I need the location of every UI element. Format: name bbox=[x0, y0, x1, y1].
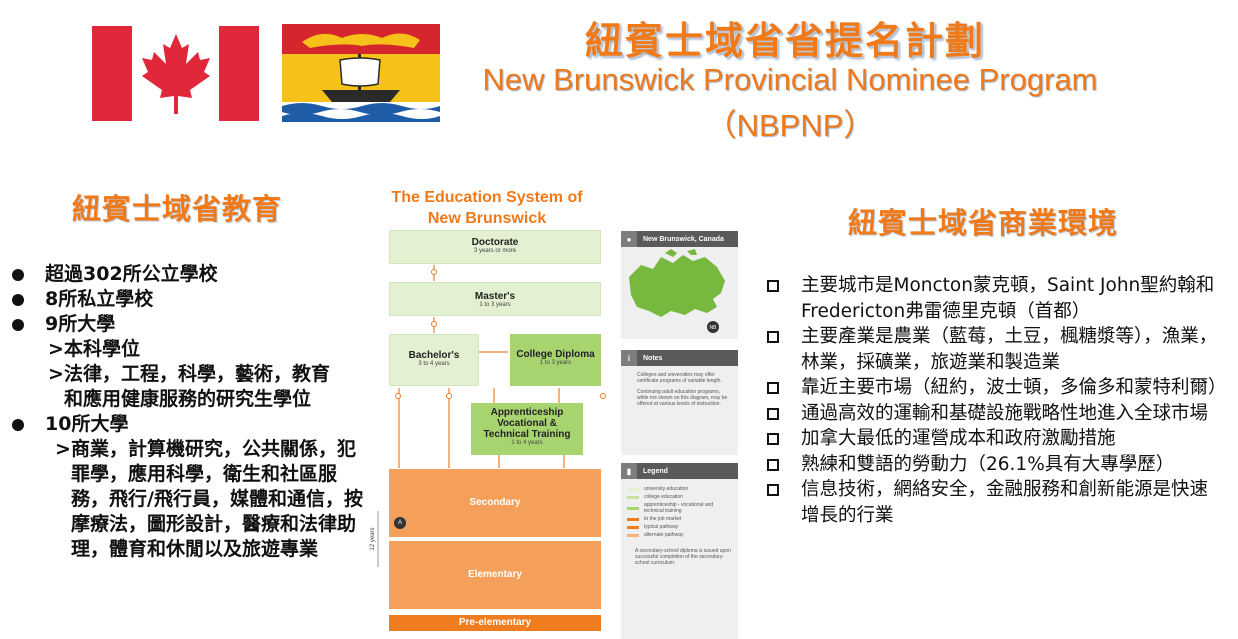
apprenticeship-box: Apprenticeship Vocational & Technical Tr… bbox=[471, 403, 583, 455]
connector-line bbox=[498, 455, 500, 468]
bachelors-box: Bachelor's 3 to 4 years bbox=[389, 334, 479, 386]
list-item: 熟練和雙語的勞動力（26.1%具有大專學歷） bbox=[765, 452, 1225, 478]
checkbox-bullet-icon bbox=[767, 433, 779, 445]
arrow-icon: > bbox=[48, 338, 64, 360]
legend-swatch bbox=[627, 525, 639, 529]
arrow-icon: > bbox=[55, 438, 71, 460]
legend-swatch bbox=[627, 517, 639, 521]
nb-flag-graphic bbox=[282, 24, 440, 122]
legend-swatch bbox=[627, 506, 639, 510]
notes-panel: i Notes Colleges and universities may of… bbox=[621, 350, 738, 455]
education-list: 超過302所公立學校 8所私立學校 9所大學 >本科學位 >法律，工程，科學，藝… bbox=[8, 262, 368, 562]
svg-text:12 years: 12 years bbox=[370, 527, 376, 550]
twelve-years-label: 12 years bbox=[370, 511, 379, 567]
secondary-box: Secondary bbox=[389, 469, 601, 537]
bullet-icon bbox=[12, 319, 24, 331]
canada-flag bbox=[92, 26, 259, 121]
education-system-diagram: The Education System of New Brunswick Do… bbox=[368, 183, 740, 639]
location-pin-icon: ● bbox=[621, 231, 637, 247]
checkbox-bullet-icon bbox=[767, 280, 779, 292]
legend-item: alternate pathway bbox=[627, 532, 734, 538]
connector-line bbox=[493, 388, 495, 403]
note-text: Continuing adult education programs, whi… bbox=[637, 389, 728, 407]
arrow-icon: > bbox=[48, 363, 64, 385]
legend-item: to the job market bbox=[627, 516, 734, 522]
info-icon: i bbox=[621, 350, 637, 366]
list-subitem: >商業，計算機研究，公共關係，犯罪學，應用科學，衛生和社區服務，飛行/飛行員，媒… bbox=[55, 438, 363, 560]
list-item: 靠近主要市場（紐約，波士頓，多倫多和蒙特利爾） bbox=[765, 375, 1227, 401]
college-diploma-box: College Diploma 1 to 3 years bbox=[510, 334, 601, 386]
pre-elementary-box: Pre-elementary bbox=[389, 615, 601, 631]
bullet-icon bbox=[12, 419, 24, 431]
legend-item: typical pathway bbox=[627, 524, 734, 530]
business-list: 主要城市是Moncton蒙克頓，Saint John聖約翰和Fredericto… bbox=[765, 273, 1227, 528]
list-subitem: >法律，工程，科學，藝術，教育和應用健康服務的研究生學位 bbox=[48, 363, 331, 410]
checkbox-bullet-icon bbox=[767, 458, 779, 471]
list-item: 通過高效的運輸和基礎設施戰略性地進入全球市場 bbox=[765, 401, 1225, 427]
pathway-dot bbox=[395, 393, 401, 399]
connector-line bbox=[563, 455, 565, 468]
page-title-abbreviation: （NBPNP） bbox=[705, 108, 875, 143]
bullet-icon bbox=[12, 294, 24, 306]
pathway-dot bbox=[431, 269, 437, 275]
legend-item: university education bbox=[627, 486, 734, 492]
legend-list: university education college education app… bbox=[621, 479, 738, 538]
diploma-note: A secondary-school diploma is issued upo… bbox=[635, 548, 731, 566]
legend-swatch bbox=[627, 495, 639, 499]
legend-swatch bbox=[627, 487, 639, 491]
bullet-icon bbox=[12, 269, 24, 281]
checkbox-bullet-icon bbox=[767, 407, 779, 420]
list-item: 主要產業是農業（藍莓，土豆，楓糖漿等），漁業，林業，採礦業，旅遊業和製造業 bbox=[765, 324, 1225, 375]
diagram-title: The Education System of New Brunswick bbox=[391, 189, 583, 227]
connector-line bbox=[478, 351, 508, 353]
note-text: Colleges and universities may offer cert… bbox=[637, 372, 722, 384]
checkbox-bullet-icon bbox=[767, 484, 779, 496]
checkbox-bullet-icon bbox=[767, 331, 779, 343]
flag-red-bar-right bbox=[219, 26, 259, 121]
list-item: 加拿大最低的運營成本和政府激勵措施 bbox=[765, 426, 1225, 452]
education-heading: 紐賓士域省教育 bbox=[72, 192, 283, 226]
flag-red-bar-left bbox=[92, 26, 132, 121]
checkbox-bullet-icon bbox=[767, 382, 779, 394]
connector-line bbox=[558, 388, 560, 403]
page-title-english: New Brunswick Provincial Nominee Program bbox=[482, 62, 1098, 97]
elementary-box: Elementary bbox=[389, 541, 601, 609]
masters-box: Master's 1 to 3 years bbox=[389, 282, 601, 316]
new-brunswick-flag bbox=[282, 24, 440, 122]
connector-line bbox=[448, 388, 450, 468]
diploma-marker-icon: A bbox=[394, 517, 406, 529]
pathway-dot bbox=[431, 321, 437, 327]
legend-item: college education bbox=[627, 494, 734, 500]
list-item: 8所私立學校 bbox=[8, 287, 368, 312]
canada-map: NB bbox=[629, 249, 725, 333]
list-item: 9所大學 bbox=[8, 312, 368, 337]
svg-text:NB: NB bbox=[710, 325, 718, 331]
list-item: 超過302所公立學校 bbox=[8, 262, 368, 287]
maple-leaf-icon bbox=[142, 34, 210, 114]
list-item: 信息技術，網絡安全，金融服務和創新能源是快速增長的行業 bbox=[765, 477, 1225, 528]
pathway-dot bbox=[446, 393, 452, 399]
page-title-chinese: 紐賓士域省省提名計劃 bbox=[584, 19, 985, 63]
legend-item: apprenticeship - vocational and technica… bbox=[627, 502, 734, 514]
list-item: 10所大學 bbox=[8, 412, 368, 437]
location-panel: ● New Brunswick, Canada NB bbox=[621, 231, 738, 339]
legend-swatch bbox=[627, 533, 639, 537]
business-heading: 紐賓士域省商業環境 bbox=[848, 206, 1119, 240]
list-subitem: >本科學位 bbox=[48, 338, 141, 360]
connector-line bbox=[398, 388, 400, 468]
list-item: 主要城市是Moncton蒙克頓，Saint John聖約翰和Fredericto… bbox=[765, 273, 1225, 324]
flag-icon: ▮ bbox=[621, 463, 637, 479]
doctorate-box: Doctorate 3 years or more bbox=[389, 230, 601, 264]
pathway-dot bbox=[600, 393, 606, 399]
